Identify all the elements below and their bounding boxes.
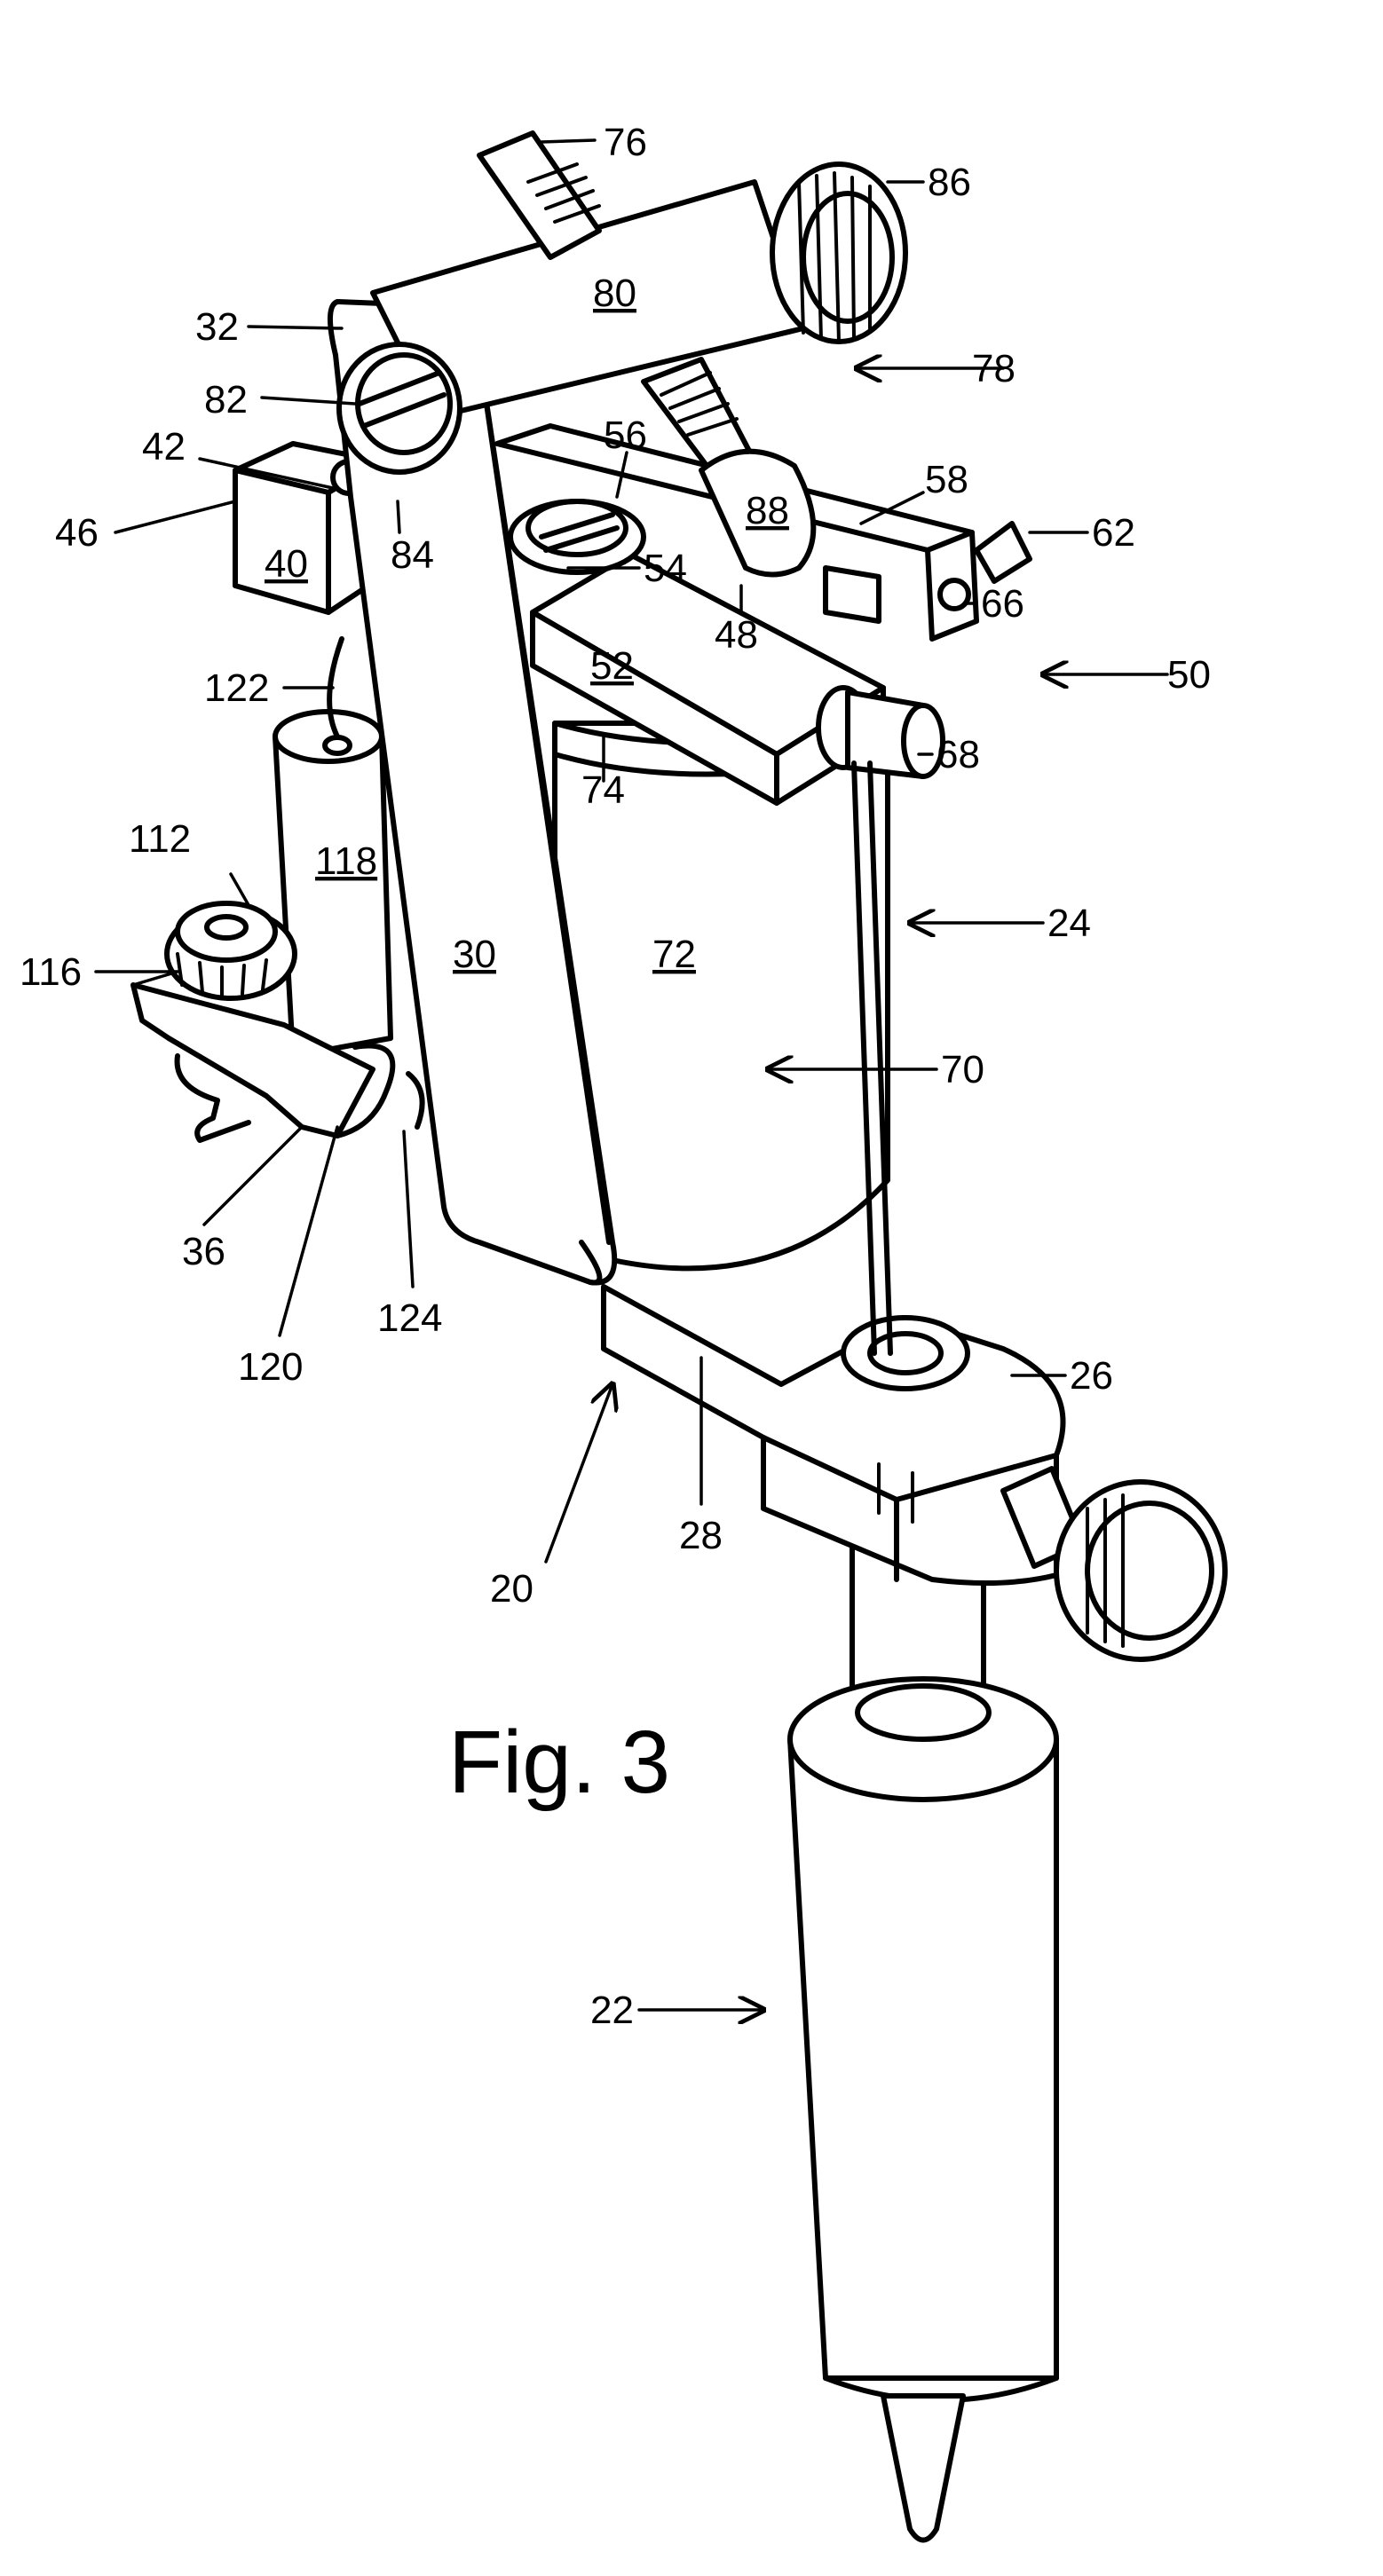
label-118: 118 xyxy=(315,839,377,883)
label-122: 122 xyxy=(204,666,269,710)
leader-lines xyxy=(94,138,1169,2010)
nut-88 xyxy=(641,357,817,578)
label-116: 116 xyxy=(20,950,82,994)
label-76: 76 xyxy=(604,121,647,164)
label-50: 50 xyxy=(1167,653,1211,697)
reference-numerals: 76 86 80 32 78 82 42 56 58 46 88 62 84 4… xyxy=(20,121,1211,2032)
figure-caption: Fig. 3 xyxy=(448,1713,670,1812)
side-screw xyxy=(1000,1466,1228,1662)
label-28: 28 xyxy=(679,1514,723,1557)
label-112: 112 xyxy=(129,817,191,861)
label-74: 74 xyxy=(581,768,625,812)
adjusting-screw xyxy=(370,161,908,420)
label-78: 78 xyxy=(972,347,1016,390)
capacitor xyxy=(273,636,393,1059)
slotted-screw xyxy=(508,499,646,575)
label-86: 86 xyxy=(928,161,971,204)
label-30: 30 xyxy=(453,933,496,976)
label-68: 68 xyxy=(936,733,980,776)
label-22: 22 xyxy=(590,1989,634,2032)
label-84: 84 xyxy=(391,533,434,577)
label-54: 54 xyxy=(644,547,687,590)
label-70: 70 xyxy=(941,1048,984,1091)
label-80: 80 xyxy=(593,272,636,315)
label-46: 46 xyxy=(55,511,99,555)
label-82: 82 xyxy=(204,378,248,421)
label-40: 40 xyxy=(265,542,308,586)
label-52: 52 xyxy=(590,644,634,688)
label-58: 58 xyxy=(925,458,968,501)
label-26: 26 xyxy=(1070,1354,1113,1398)
label-66: 66 xyxy=(981,582,1024,626)
contact-screw-68 xyxy=(816,685,945,779)
binding-post xyxy=(130,901,425,1143)
stud-76 xyxy=(477,130,602,260)
grip-tube xyxy=(787,1541,1059,2543)
front-post xyxy=(327,299,618,1286)
label-20: 20 xyxy=(490,1567,533,1611)
label-120: 120 xyxy=(238,1345,303,1389)
label-48: 48 xyxy=(715,613,758,657)
frame-base xyxy=(601,1284,1228,1662)
label-32: 32 xyxy=(195,305,239,349)
label-36: 36 xyxy=(182,1230,225,1273)
label-72: 72 xyxy=(652,933,696,976)
label-88: 88 xyxy=(746,489,789,532)
needle-bar xyxy=(851,760,893,1356)
label-42: 42 xyxy=(142,425,186,469)
label-62: 62 xyxy=(1092,511,1135,555)
label-124: 124 xyxy=(377,1296,442,1340)
post-screw xyxy=(336,342,462,475)
label-24: 24 xyxy=(1047,902,1091,945)
label-56: 56 xyxy=(604,414,647,457)
